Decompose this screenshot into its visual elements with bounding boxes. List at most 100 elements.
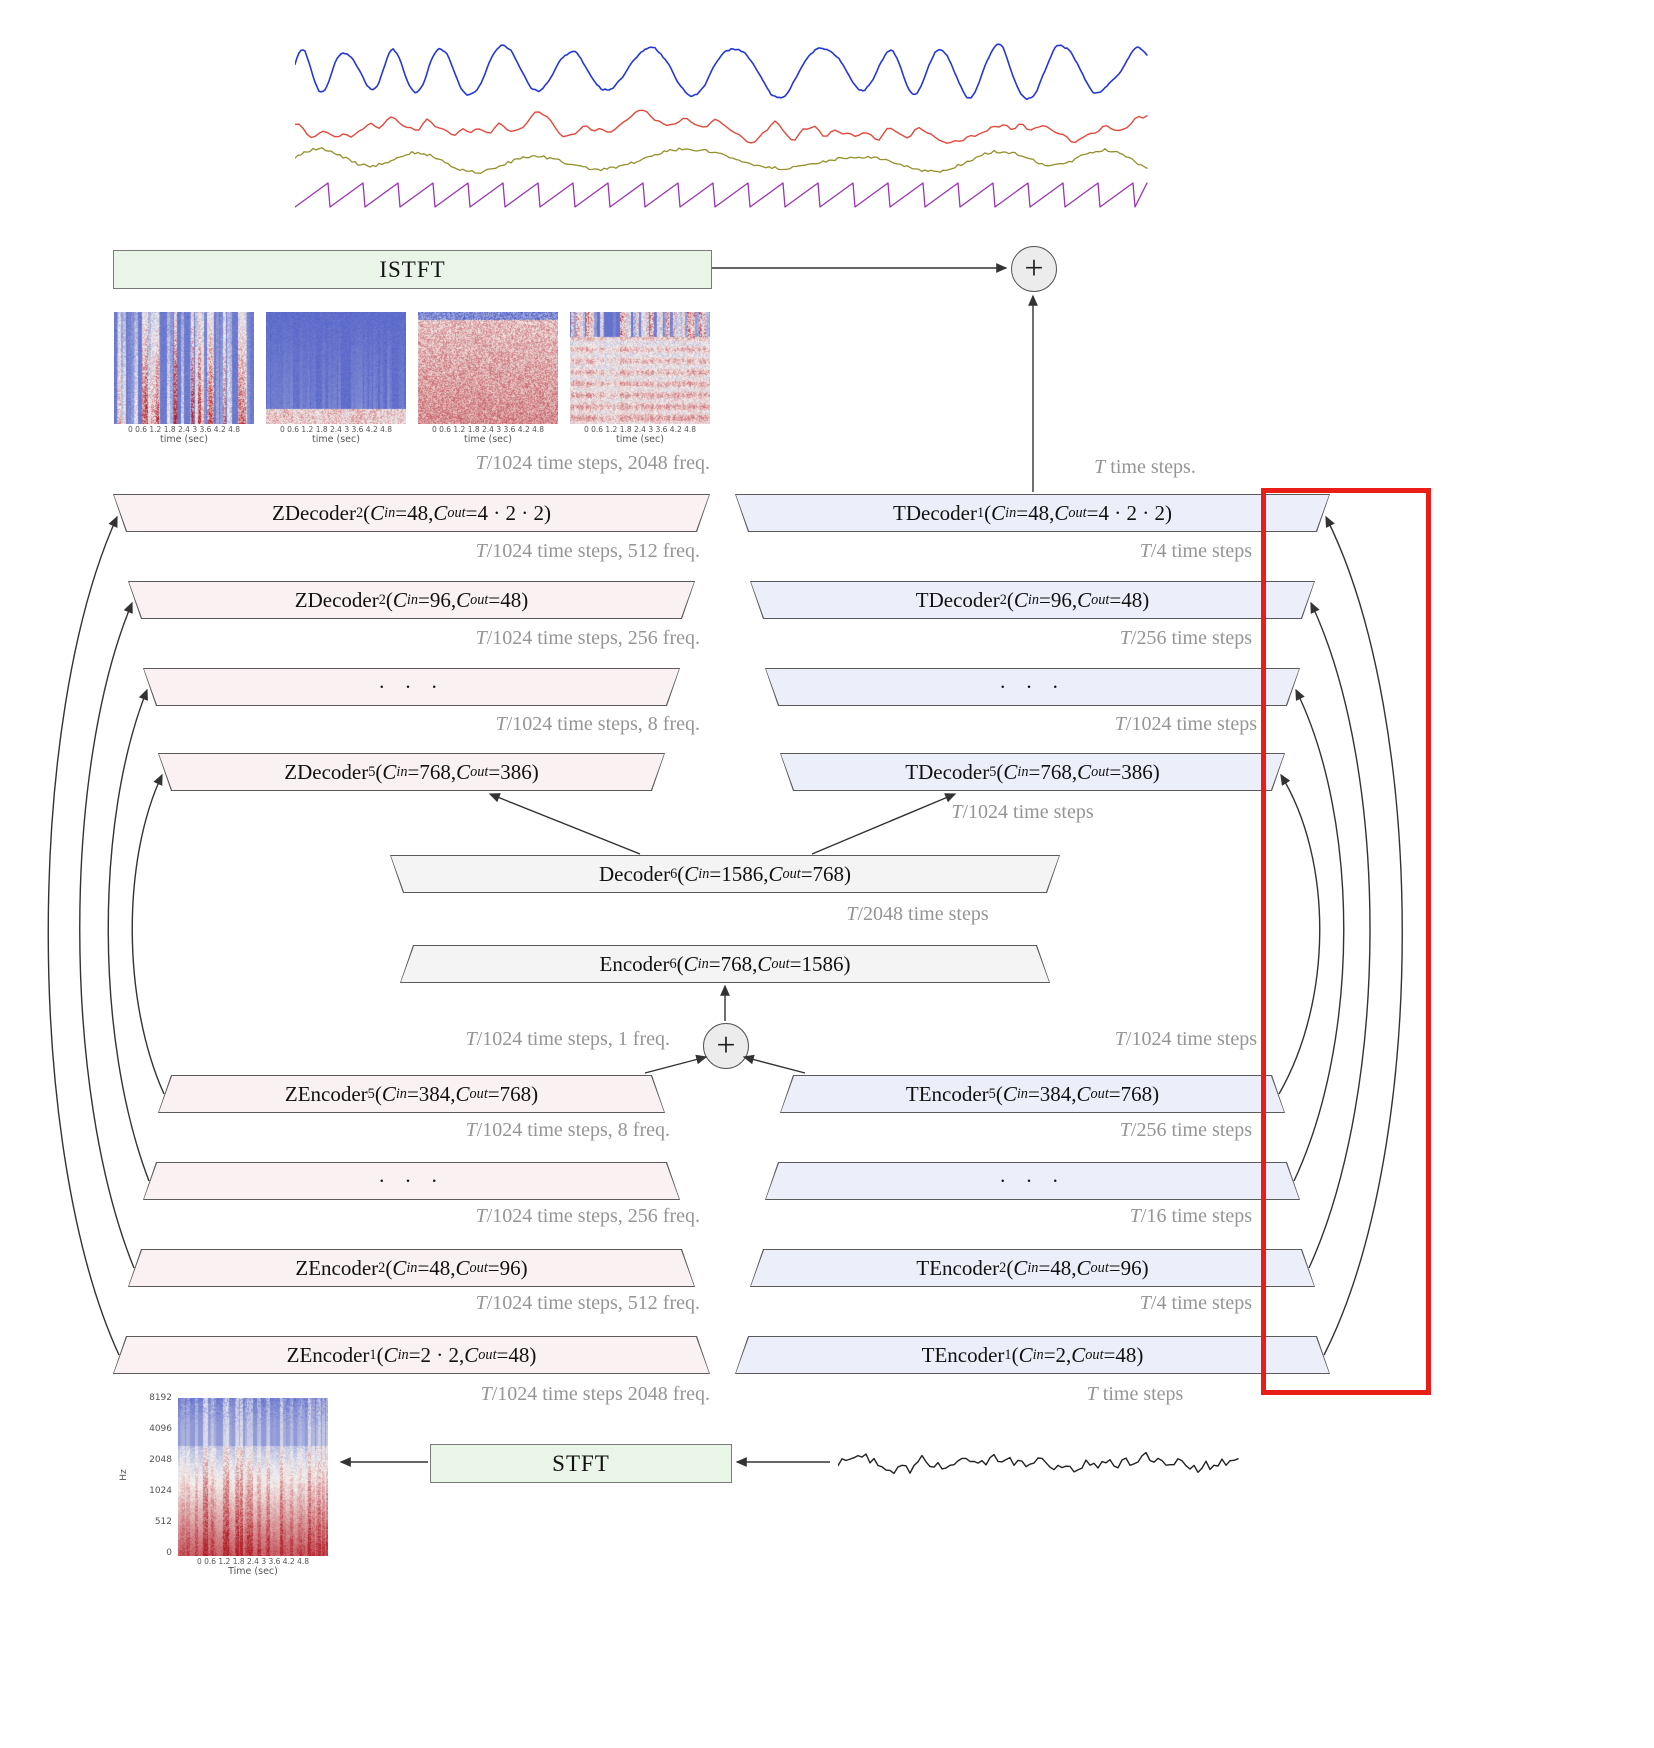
spectrogram-xlabel: time (sec) (464, 434, 512, 445)
separated-waveforms (295, 43, 1148, 208)
z-skip-connection-3 (107, 688, 150, 1182)
tdecoder-dots-label: · · · (999, 674, 1066, 699)
plus-icon: + (1024, 250, 1044, 287)
output-spectrogram-4-image (570, 312, 710, 424)
step-label-t-output: T time steps. (1094, 456, 1196, 478)
stft-box: STFT (430, 1444, 732, 1483)
input-spectrogram-ylabel: Hz (118, 1469, 129, 1481)
step-label-t-e5: T/1024 time steps (1114, 1028, 1257, 1050)
spectrogram-xticks: 0 0.6 1.2 1.8 2.4 3 3.6 4.2 4.8 (583, 425, 697, 434)
z-skip-connection-2 (79, 601, 135, 1269)
output-spectrogram-3-image (418, 312, 558, 424)
step-label-z-e2: T/1024 time steps, 512 freq. (475, 1292, 700, 1314)
step-label-z-d3: T/1024 time steps, 8 freq. (495, 713, 700, 735)
waveform-line (295, 147, 1148, 174)
bottleneck-sum-node: + (703, 1023, 749, 1069)
z-skip-connection-1 (47, 515, 120, 1356)
box-shape (750, 1249, 1315, 1287)
box-shape (158, 753, 665, 791)
tencoder-dots-box: · · · (765, 1162, 1300, 1200)
output-spectrogram-1-image (114, 312, 254, 424)
output-spectrogram-4: 0 0.6 1.2 1.8 2.4 3 3.6 4.2 4.8 time (se… (570, 312, 710, 445)
tencoder5-to-sum-arrow (742, 1054, 806, 1074)
waveform-line (838, 1451, 1239, 1475)
input-waveform (838, 1451, 1239, 1475)
step-label-t-e1: T time steps (1086, 1383, 1184, 1405)
ytick-512: 512 (154, 1517, 172, 1527)
box-shape (735, 1336, 1330, 1374)
box-shape (400, 945, 1050, 983)
step-label-z-d1: T/1024 time steps, 512 freq. (475, 540, 700, 562)
step-label-z-e4: T/1024 time steps, 8 freq. (465, 1119, 670, 1141)
box-shape (765, 1162, 1300, 1200)
step-label-z-output: T/1024 time steps, 2048 freq. (475, 452, 710, 474)
step-label-z-e3: T/1024 time steps, 256 freq. (475, 1205, 700, 1227)
box-shape (143, 668, 680, 706)
spectrogram-xticks: 0 0.6 1.2 1.8 2.4 3 3.6 4.2 4.8 (279, 425, 393, 434)
box-shape (390, 855, 1060, 893)
ytick-2048: 2048 (149, 1455, 172, 1465)
highlight-red-box (1261, 488, 1431, 1395)
input-spectrogram-image (178, 1398, 328, 1556)
output-spectrogram-3: 0 0.6 1.2 1.8 2.4 3 3.6 4.2 4.8 time (se… (418, 312, 558, 445)
step-label-z-e1: T/1024 time steps 2048 freq. (480, 1383, 710, 1405)
ytick-1024: 1024 (149, 1486, 172, 1496)
zdecoder-dots-label: · · · (378, 674, 445, 699)
step-label-z-d2: T/1024 time steps, 256 freq. (475, 627, 700, 649)
spectrogram-xlabel: time (sec) (616, 434, 664, 445)
istft-label: ISTFT (379, 256, 446, 282)
istft-box: ISTFT (113, 250, 712, 289)
step-label-t-e2: T/4 time steps (1139, 1292, 1252, 1314)
input-spectrogram-xticks: 0 0.6 1.2 1.8 2.4 3 3.6 4.2 4.8 (196, 1557, 310, 1566)
step-label-t-e4: T/256 time steps (1119, 1119, 1252, 1141)
box-shape (113, 1336, 710, 1374)
step-label-t-e3: T/16 time steps (1129, 1205, 1252, 1227)
waveform-line (295, 182, 1148, 208)
zencoder-dots-box: · · · (143, 1162, 680, 1200)
ytick-4096: 4096 (149, 1424, 172, 1434)
plus-icon: + (716, 1027, 736, 1064)
tdecoder-dots-box: · · · (765, 668, 1300, 706)
box-shape (128, 581, 695, 619)
waveform-line (295, 109, 1148, 144)
step-label-mid: T/2048 time steps (846, 903, 989, 925)
box-shape (750, 581, 1315, 619)
box-shape (780, 753, 1285, 791)
step-label-t-d1: T/4 time steps (1139, 540, 1252, 562)
step-label-z-e5: T/1024 time steps, 1 freq. (465, 1028, 670, 1050)
zencoder5-to-sum-arrow (644, 1054, 708, 1074)
stft-label: STFT (552, 1450, 610, 1476)
box-shape (780, 1075, 1285, 1113)
spectrogram-xticks: 0 0.6 1.2 1.8 2.4 3 3.6 4.2 4.8 (431, 425, 545, 434)
input-spectrogram: 0 0.6 1.2 1.8 2.4 3 3.6 4.2 4.8 Time (se… (178, 1398, 328, 1577)
zencoder-dots-label: · · · (378, 1168, 445, 1193)
decoder6-to-zdecoder5-arrow (488, 793, 641, 855)
output-spectrogram-2: 0 0.6 1.2 1.8 2.4 3 3.6 4.2 4.8 time (se… (266, 312, 406, 445)
step-label-mid-top: T/1024 time steps (951, 801, 1094, 823)
output-spectrogram-1: 0 0.6 1.2 1.8 2.4 3 3.6 4.2 4.8 time (se… (114, 312, 254, 445)
tencoder-dots-label: · · · (999, 1168, 1066, 1193)
